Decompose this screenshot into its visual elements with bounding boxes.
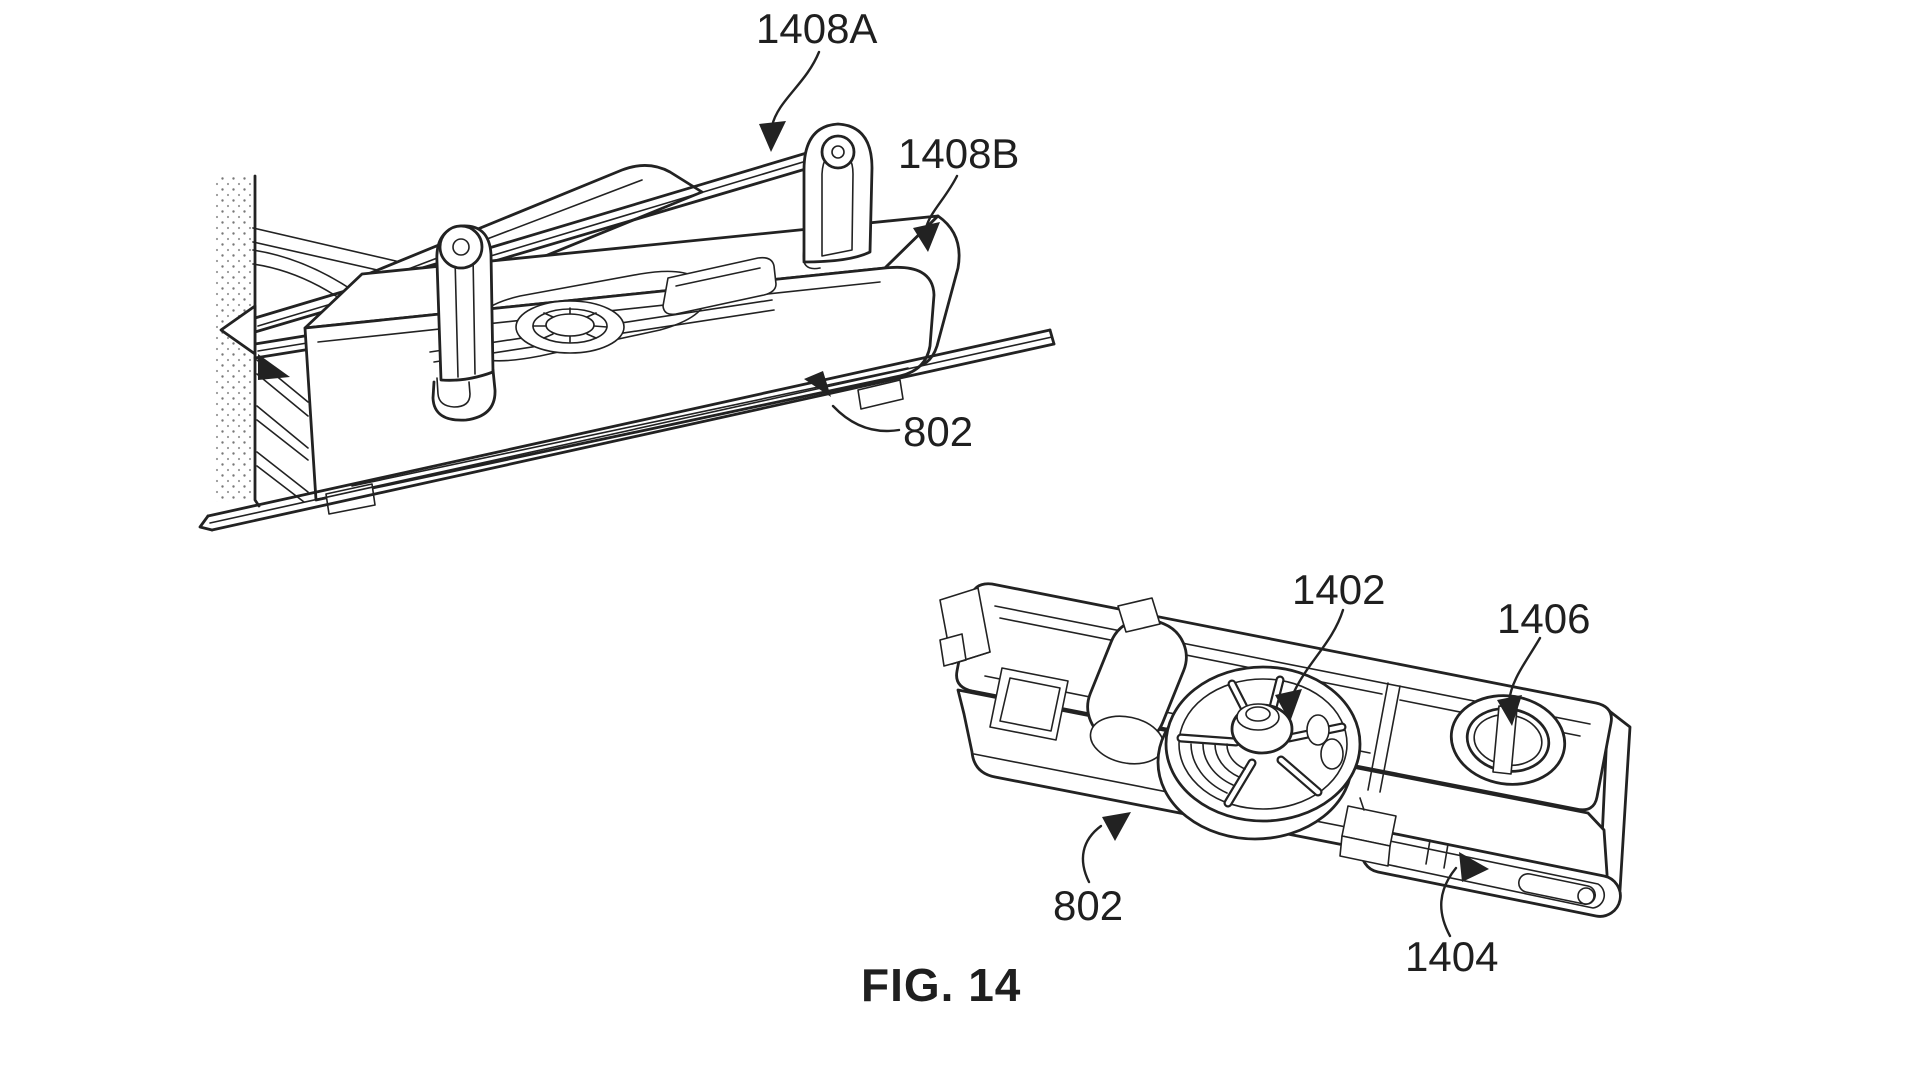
strap-loop-right [802, 122, 874, 270]
leaders-bottom-view [1081, 608, 1542, 938]
top-view-device-strapped: 1408A 1408B 802 [198, 5, 1056, 532]
ref-label-802-top: 802 [903, 408, 973, 455]
bottom-view-device-tray: 1402 1406 802 1404 [939, 566, 1632, 980]
strap-hook-left [431, 224, 497, 422]
motor-cylinder [1086, 597, 1199, 765]
ref-label-802-bottom: 802 [1053, 882, 1123, 929]
figure-caption: FIG. 14 [861, 959, 1021, 1011]
small-compartment [989, 667, 1069, 741]
slot-1404 [1339, 797, 1622, 918]
bottom-front-rail [198, 328, 1056, 532]
spoked-wheel-1402 [1156, 665, 1362, 841]
ref-label-1402: 1402 [1292, 566, 1385, 613]
leaders-top-view [759, 50, 959, 433]
slotted-knob-1406 [1449, 694, 1567, 786]
circular-port [515, 300, 625, 354]
wall-notch-wedge [219, 304, 257, 356]
ref-label-1408b: 1408B [898, 130, 1019, 177]
lower-braces [256, 354, 309, 503]
ref-label-1406: 1406 [1497, 595, 1590, 642]
ref-label-1404: 1404 [1405, 933, 1498, 980]
ref-label-1408a: 1408A [756, 5, 877, 52]
